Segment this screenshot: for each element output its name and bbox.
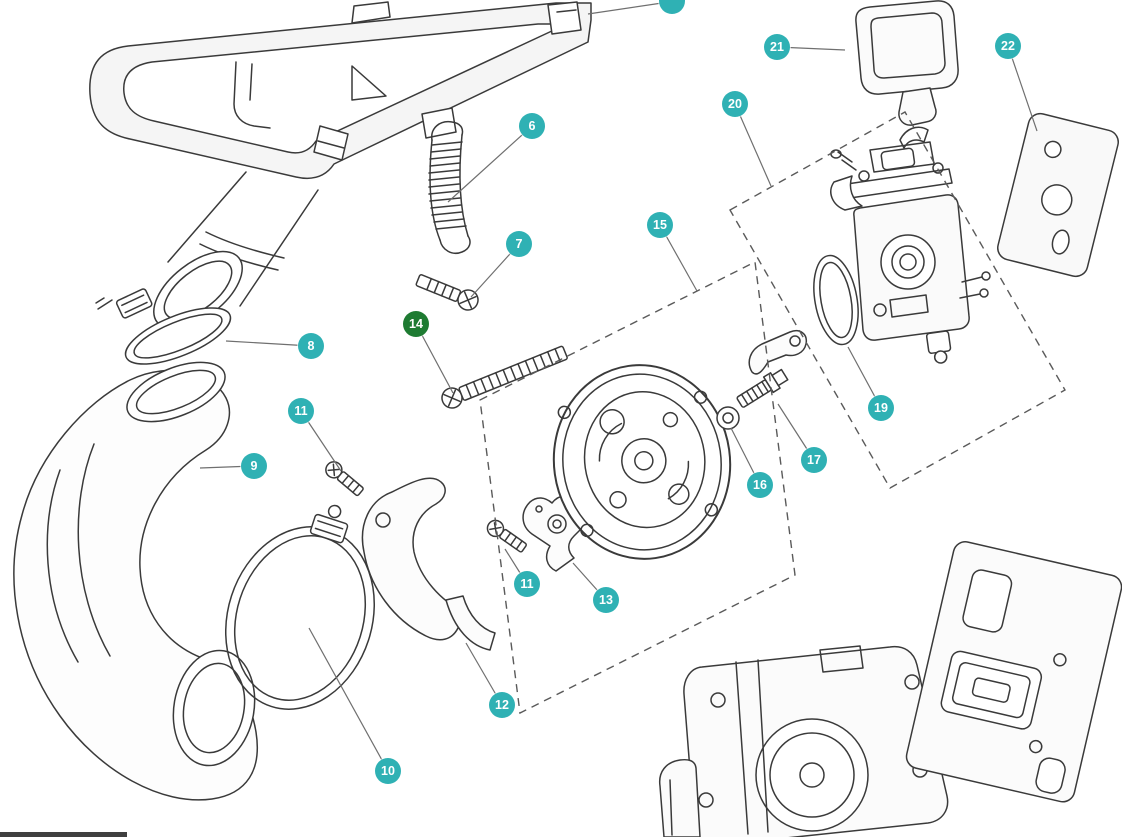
support-bracket-drawing [361,477,496,651]
callout-13[interactable]: 13 [593,587,619,613]
callout-22[interactable]: 22 [995,33,1021,59]
dashed-box-group-15 [479,260,796,715]
screw-7-drawing [415,274,479,311]
callout-17[interactable]: 17 [801,447,827,473]
callout-14[interactable]: 14 [403,311,429,337]
callout-11-a[interactable]: 11 [288,398,314,424]
hose-clamp-8-drawing [95,288,232,365]
oring-gasket-19-drawing [813,254,859,346]
throttle-linkage-arm-drawing [748,330,808,375]
callout-7[interactable]: 7 [506,231,532,257]
gasket-22-drawing [997,112,1119,278]
long-screw-14-drawing [441,345,568,409]
callout-10[interactable]: 10 [375,758,401,784]
bolt-17-drawing [736,368,789,408]
callout-11-b[interactable]: 11 [514,571,540,597]
callout-16[interactable]: 16 [747,472,773,498]
cropped-part-edge [0,832,127,837]
dashed-group-boxes [479,111,1066,715]
screw-11b-drawing [486,519,527,553]
air-filter-base-drawing [89,1,592,330]
hose-clamp-10-drawing [224,504,376,710]
air-purge-cover-drawing [855,0,959,126]
callout-20[interactable]: 20 [722,91,748,117]
crankcase-drawing [658,645,949,837]
callout-19[interactable]: 19 [868,395,894,421]
intake-elbow-tube-drawing [13,361,258,801]
callout-6[interactable]: 6 [519,113,545,139]
carburetor-drawing [830,126,991,364]
dashed-box-group-20 [729,111,1066,489]
callout-15[interactable]: 15 [647,212,673,238]
callout-partial[interactable] [659,0,685,14]
clutch-drum-drawing [552,364,732,560]
callout-12[interactable]: 12 [489,692,515,718]
screw-11a-drawing [325,461,364,497]
washer-16-drawing [716,406,740,430]
mounting-plate-gasket-drawing [905,541,1122,803]
callout-8[interactable]: 8 [298,333,324,359]
callout-21[interactable]: 21 [764,34,790,60]
callout-9[interactable]: 9 [241,453,267,479]
